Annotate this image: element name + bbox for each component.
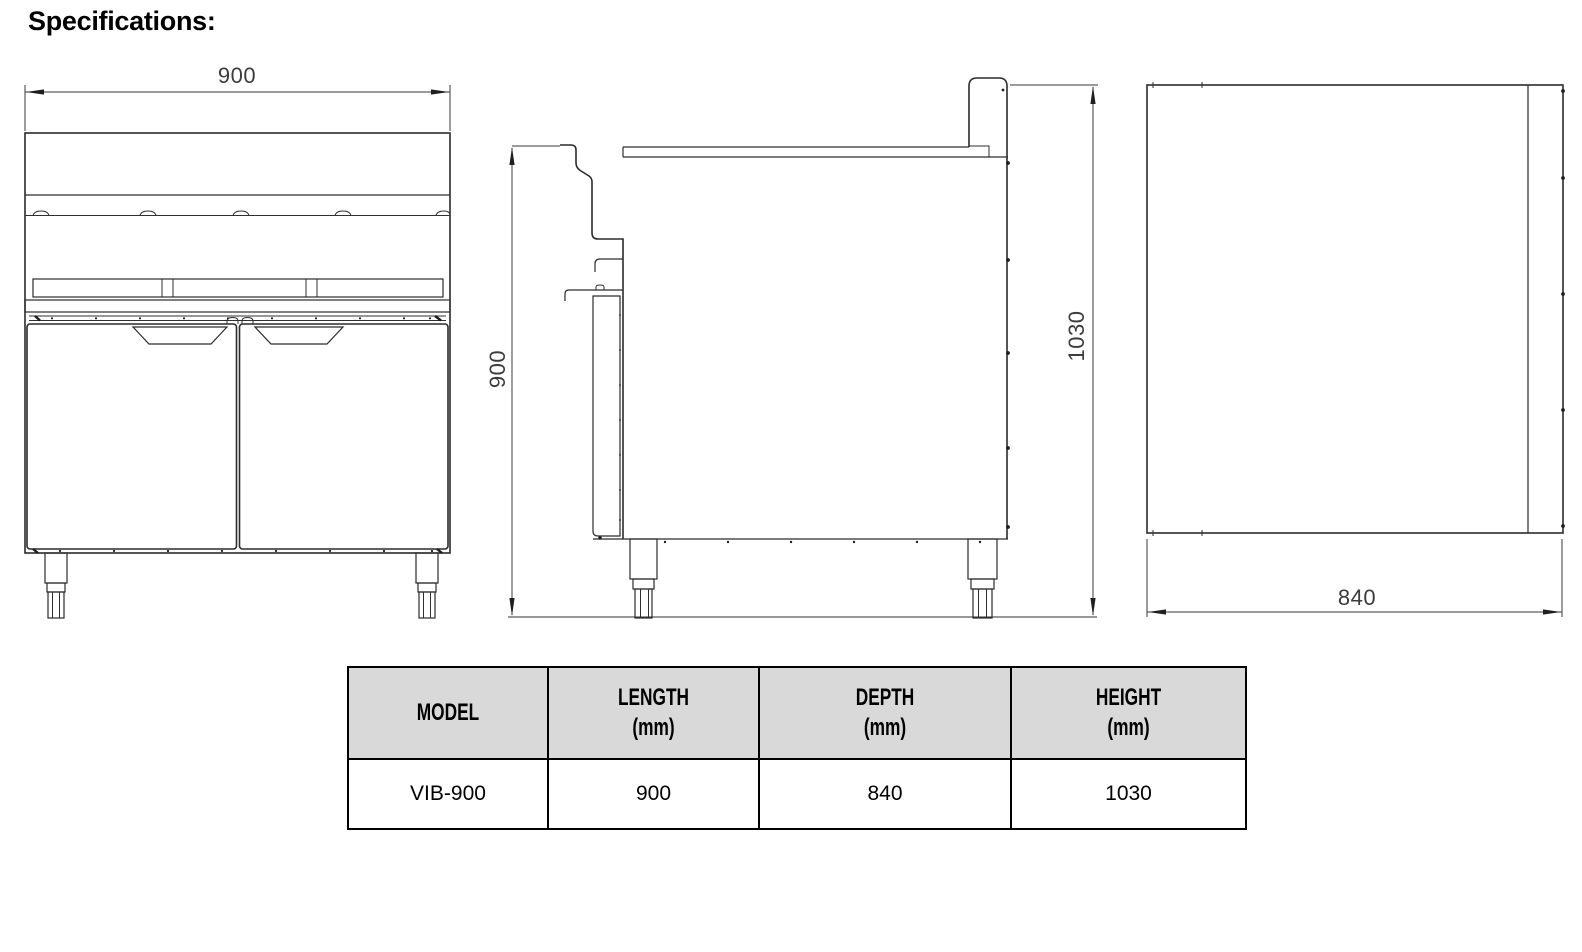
side-view-legs xyxy=(629,538,998,619)
table-header-row: MODEL LENGTH (mm) DEPTH (mm) HEIGHT (mm) xyxy=(347,666,1247,760)
front-view-legs xyxy=(44,552,439,619)
back-fastener-dots xyxy=(1006,161,1010,529)
right-door-handle xyxy=(253,326,345,345)
door-hinge-dots xyxy=(619,314,621,521)
drawings-canvas xyxy=(24,77,1565,619)
top-view-fastener-dots xyxy=(1561,89,1565,528)
header-depth: DEPTH (mm) xyxy=(758,666,1012,760)
strip-fastener-dots xyxy=(50,317,432,320)
side-total-height-dimension-label: 1030 xyxy=(1064,310,1089,362)
header-height: HEIGHT (mm) xyxy=(1010,666,1247,760)
front-width-dimension-label: 900 xyxy=(217,63,257,88)
base-fastener-dots xyxy=(58,549,434,553)
cell-depth: 840 xyxy=(758,758,1012,830)
side-height-dimension-label: 900 xyxy=(485,349,510,389)
cell-height: 1030 xyxy=(1010,758,1247,830)
cell-model: VIB-900 xyxy=(347,758,549,830)
specifications-table: MODEL LENGTH (mm) DEPTH (mm) HEIGHT (mm)… xyxy=(347,666,1247,830)
cell-length: 900 xyxy=(547,758,760,830)
top-view-drawing xyxy=(1146,82,1565,617)
front-view-drawing xyxy=(24,85,451,619)
table-row: VIB-900 900 840 1030 xyxy=(347,758,1247,830)
header-length: LENGTH (mm) xyxy=(547,666,760,760)
left-door-handle xyxy=(131,326,229,345)
side-view-drawing xyxy=(508,77,1098,619)
body-bottom-dots xyxy=(663,540,982,544)
top-depth-dimension-label: 840 xyxy=(1337,585,1377,610)
header-model: MODEL xyxy=(347,666,549,760)
page-title: Specifications: xyxy=(28,6,216,36)
